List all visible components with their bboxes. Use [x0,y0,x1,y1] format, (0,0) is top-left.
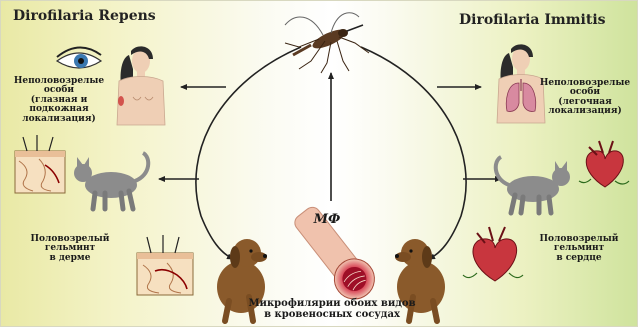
skin-section-icon-top [15,135,65,193]
skin-section-icon-bottom [137,235,193,295]
mosquito-icon [285,13,369,73]
heart-icon-bottom [463,227,523,281]
title-left: Dirofilaria Repens [13,9,156,24]
woman-icon-left [117,46,165,125]
label-line: локализация) [9,115,109,124]
label-mf: МФ [307,213,347,227]
label-line: в дерме [25,254,115,263]
title-right: Dirofilaria Immitis [459,13,606,28]
heart-icon-top [579,141,629,187]
arc-mosquito-to-right-dog [361,47,466,259]
cat-icon-left [74,153,148,209]
label-immature-left: Неполовозрелые особи (глазная и подкожна… [9,77,109,124]
label-line: в кровеносных сосудах [237,310,427,321]
label-mature-left: Половозрелый гельминт в дерме [25,235,115,263]
label-immature-right: Неполовозрелые особи (легочная локализац… [537,79,633,117]
label-microfilariae: Микрофилярии обоих видов в кровеносных с… [237,299,427,320]
label-mature-right: Половозрелый гельминт в сердце [529,235,629,263]
label-line: Микрофилярии обоих видов [237,299,427,310]
eye-icon [57,47,101,68]
cat-icon-right [496,157,570,213]
label-line: в сердце [529,254,629,263]
arc-mosquito-to-left-dog [196,47,301,259]
label-line: локализация) [537,107,633,116]
